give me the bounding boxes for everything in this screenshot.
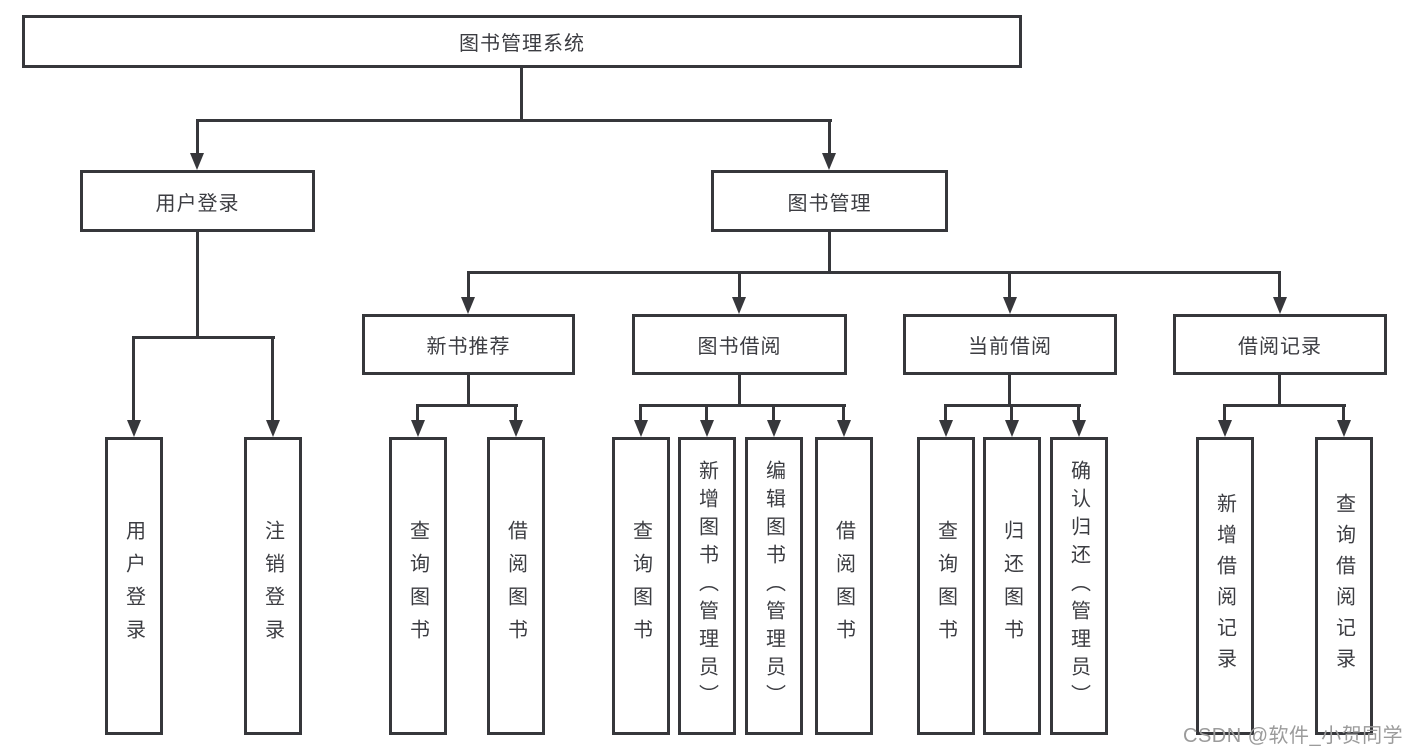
- node-label: 查询图书: [629, 520, 652, 652]
- arrow-down-icon: [461, 297, 475, 314]
- arrow-down-icon: [700, 420, 714, 437]
- node-label: 借阅图书: [832, 520, 855, 652]
- node-label: 查询图书: [934, 520, 957, 652]
- arrow-down-icon: [822, 153, 836, 170]
- leaf-query-books-borrow: 查询图书: [612, 437, 670, 735]
- connector-line: [1008, 375, 1011, 407]
- connector-line: [705, 404, 708, 424]
- node-label: 借阅记录: [1238, 336, 1322, 358]
- node-label: 新增借阅记录: [1213, 493, 1236, 679]
- connector-line: [772, 404, 775, 424]
- connector-line: [467, 271, 1281, 274]
- connector-line: [520, 68, 523, 122]
- connector-line: [514, 404, 517, 424]
- connector-line: [828, 119, 831, 156]
- connector-line: [1010, 404, 1013, 424]
- arrow-down-icon: [1337, 420, 1351, 437]
- node-label: 图书管理系统: [459, 33, 585, 55]
- node-label: 确认归还（管理员）: [1067, 460, 1090, 712]
- connector-line: [271, 336, 274, 423]
- arrow-down-icon: [634, 420, 648, 437]
- connector-line: [132, 336, 275, 339]
- node-label: 编辑图书（管理员）: [762, 460, 785, 712]
- leaf-query-books-current: 查询图书: [917, 437, 975, 735]
- connector-line: [1008, 271, 1011, 300]
- node-new-book-recommendation: 新书推荐: [362, 314, 575, 375]
- arrow-down-icon: [1005, 420, 1019, 437]
- connector-line: [467, 375, 470, 407]
- leaf-user-login: 用户登录: [105, 437, 163, 735]
- connector-line: [738, 375, 741, 407]
- connector-line: [1223, 404, 1346, 407]
- node-label: 新书推荐: [426, 336, 511, 358]
- connector-line: [944, 404, 947, 424]
- connector-line: [1342, 404, 1345, 424]
- node-user-login: 用户登录: [80, 170, 315, 232]
- arrow-down-icon: [1218, 420, 1232, 437]
- connector-line: [1278, 271, 1281, 300]
- node-label: 用户登录: [122, 520, 145, 652]
- connector-line: [842, 404, 845, 424]
- leaf-query-borrow-record: 查询借阅记录: [1315, 437, 1373, 735]
- arrow-down-icon: [509, 420, 523, 437]
- leaf-add-borrow-record: 新增借阅记录: [1196, 437, 1254, 735]
- node-label: 图书管理: [787, 192, 872, 215]
- arrow-down-icon: [939, 420, 953, 437]
- node-label: 图书借阅: [697, 336, 782, 358]
- node-current-borrowing: 当前借阅: [903, 314, 1117, 375]
- node-label: 新增图书（管理员）: [695, 460, 718, 712]
- leaf-edit-books-admin: 编辑图书（管理员）: [745, 437, 803, 735]
- arrow-down-icon: [411, 420, 425, 437]
- connector-line: [416, 404, 419, 424]
- connector-line: [196, 232, 199, 339]
- arrow-down-icon: [837, 420, 851, 437]
- arrow-down-icon: [127, 420, 141, 437]
- connector-line: [196, 119, 832, 122]
- leaf-confirm-return-admin: 确认归还（管理员）: [1050, 437, 1108, 735]
- connector-line: [196, 119, 199, 156]
- arrow-down-icon: [1003, 297, 1017, 314]
- watermark: CSDN @软件_小贺同学: [1183, 725, 1404, 747]
- connector-line: [828, 232, 831, 274]
- connector-line: [416, 404, 518, 407]
- arrow-down-icon: [732, 297, 746, 314]
- connector-line: [467, 271, 470, 300]
- node-book-management: 图书管理: [711, 170, 948, 232]
- node-label: 查询借阅记录: [1332, 493, 1355, 679]
- node-label: 归还图书: [1000, 520, 1023, 652]
- node-book-borrowing: 图书借阅: [632, 314, 847, 375]
- connector-line: [738, 271, 741, 300]
- node-borrowing-records: 借阅记录: [1173, 314, 1387, 375]
- node-label: 用户登录: [155, 192, 240, 215]
- arrow-down-icon: [767, 420, 781, 437]
- connector-line: [639, 404, 846, 407]
- connector-line: [639, 404, 642, 424]
- arrow-down-icon: [1273, 297, 1287, 314]
- leaf-logout: 注销登录: [244, 437, 302, 735]
- leaf-borrow-books-recommend: 借阅图书: [487, 437, 545, 735]
- connector-line: [1223, 404, 1226, 424]
- leaf-borrow-books: 借阅图书: [815, 437, 873, 735]
- connector-line: [132, 336, 135, 423]
- leaf-query-books-recommend: 查询图书: [389, 437, 447, 735]
- node-label: 查询图书: [406, 520, 429, 652]
- connector-line: [1077, 404, 1080, 424]
- leaf-return-books: 归还图书: [983, 437, 1041, 735]
- arrow-down-icon: [266, 420, 280, 437]
- connector-line: [1278, 375, 1281, 407]
- node-label: 借阅图书: [504, 520, 527, 652]
- arrow-down-icon: [1072, 420, 1086, 437]
- node-label: 当前借阅: [968, 336, 1052, 358]
- node-label: 注销登录: [261, 520, 284, 652]
- node-library-system: 图书管理系统: [22, 15, 1022, 68]
- leaf-add-books-admin: 新增图书（管理员）: [678, 437, 736, 735]
- arrow-down-icon: [190, 153, 204, 170]
